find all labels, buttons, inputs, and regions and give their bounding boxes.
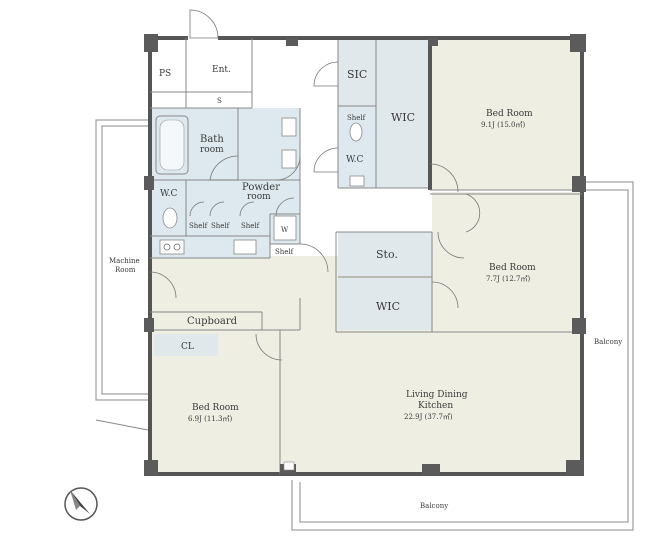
doors bbox=[149, 9, 481, 361]
cl-closet bbox=[154, 334, 218, 356]
ldk-name-2: Kitchen bbox=[418, 401, 453, 411]
bedroom-1-size: 9.1J (15.0㎡) bbox=[481, 121, 525, 129]
entrance-label: Ent. bbox=[212, 65, 231, 75]
bedroom-3-size: 6.9J (11.3㎡) bbox=[188, 415, 232, 423]
sic-closet bbox=[338, 40, 376, 106]
machine-room-label-2: Room bbox=[115, 266, 136, 274]
bedroom-2-size: 7.7J (12.7㎡) bbox=[486, 275, 530, 283]
ldk-size: 22.9J (37.7㎡) bbox=[404, 413, 453, 421]
wic-mid bbox=[338, 278, 432, 330]
bath-label-2: room bbox=[200, 145, 224, 155]
wc-mid bbox=[338, 106, 376, 188]
toilet-mid bbox=[349, 122, 363, 142]
bedroom-1-name: Bed Room bbox=[486, 109, 533, 119]
w-label: W bbox=[281, 226, 289, 234]
sic-label: SIC bbox=[347, 68, 367, 81]
washbasin-1 bbox=[281, 117, 297, 137]
wic-top bbox=[376, 40, 428, 188]
s-label: S bbox=[217, 97, 222, 105]
balcony-bottom-label: Balcony bbox=[420, 502, 448, 510]
machine-room-label: Machine bbox=[109, 257, 140, 265]
shelf-3-label: Shelf bbox=[241, 222, 261, 230]
wic-mid-label: WIC bbox=[376, 300, 400, 313]
storage-label: Sto. bbox=[376, 248, 398, 261]
powder-label: Powder bbox=[242, 182, 280, 193]
machine-room-outline bbox=[95, 119, 149, 431]
powder-label-2: room bbox=[247, 192, 271, 202]
washbasin-2 bbox=[281, 149, 297, 169]
balcony-right-outline bbox=[291, 181, 634, 531]
balcony-right-label: Balcony bbox=[594, 338, 622, 346]
storage bbox=[338, 232, 432, 276]
fixtures bbox=[155, 115, 365, 471]
toilet-left bbox=[162, 207, 178, 229]
bedroom-2-name: Bed Room bbox=[489, 263, 536, 273]
stove bbox=[159, 239, 185, 255]
shelf-kitchen-label: Shelf bbox=[275, 248, 295, 256]
wc-mid-label: W.C bbox=[346, 155, 364, 165]
bath-label: Bath bbox=[200, 134, 224, 145]
bathtub bbox=[155, 115, 189, 175]
bedroom-top-right bbox=[430, 38, 583, 190]
ps-label: PS bbox=[159, 69, 171, 79]
ldk-name: Living Dining bbox=[406, 390, 468, 400]
shelf-wc-label: Shelf bbox=[347, 114, 367, 122]
wc-sink bbox=[349, 175, 365, 187]
shelf-2-label: Shelf bbox=[211, 222, 231, 230]
wic-top-label: WIC bbox=[391, 111, 415, 124]
bedroom-3-name: Bed Room bbox=[192, 403, 239, 413]
compass-icon bbox=[64, 487, 98, 521]
kitchen-sink bbox=[233, 239, 257, 255]
cupboard-label: Cupboard bbox=[187, 316, 238, 327]
washer-box bbox=[273, 215, 297, 241]
wc-left-label: W.C bbox=[160, 189, 178, 199]
shelf-1-label: Shelf bbox=[189, 222, 209, 230]
cl-label: CL bbox=[181, 342, 194, 352]
